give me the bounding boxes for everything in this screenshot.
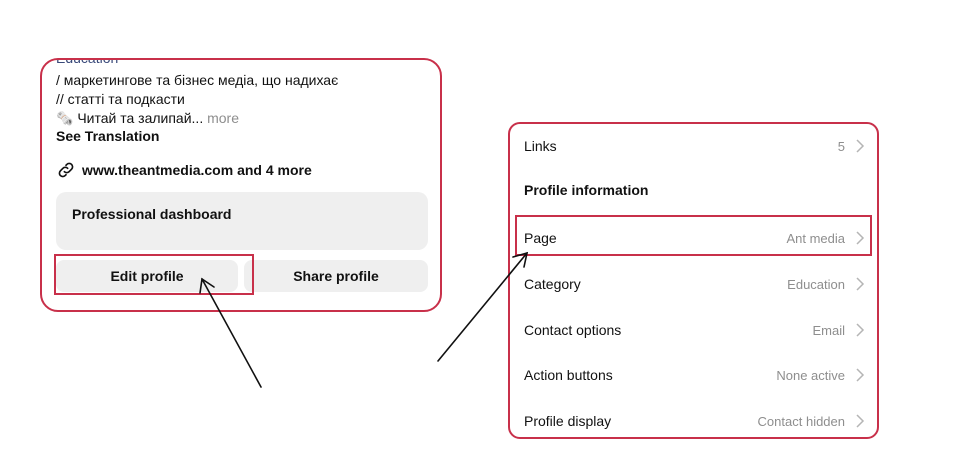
- chevron-right-icon: [855, 368, 865, 382]
- category-label: Education: [56, 58, 119, 66]
- row-value: Contact hidden: [757, 413, 845, 429]
- row-label: Profile display: [524, 413, 612, 429]
- page-row-highlight: [515, 215, 872, 256]
- links-label: Links: [524, 138, 557, 154]
- category-row[interactable]: Category Education: [510, 264, 877, 304]
- edit-profile-button[interactable]: Edit profile: [56, 260, 238, 292]
- bio-text: Читай та залипай...: [77, 110, 204, 126]
- page-row[interactable]: Page Ant media: [510, 218, 877, 258]
- website-link-text: www.theantmedia.com and 4 more: [82, 162, 312, 178]
- newspaper-emoji: 🗞️: [56, 110, 74, 126]
- see-translation-link[interactable]: See Translation: [56, 128, 160, 144]
- professional-dashboard-card[interactable]: Professional dashboard: [56, 192, 428, 250]
- chevron-right-icon: [855, 323, 865, 337]
- bio-line: 🗞️ Читай та залипай... more: [56, 110, 239, 127]
- profile-bio-panel: Education / маркетингове та бізнес медіа…: [40, 58, 442, 312]
- action-buttons-row[interactable]: Action buttons None active: [510, 355, 877, 395]
- row-label: Action buttons: [524, 367, 613, 383]
- bio-line: // статті та подкасти: [56, 91, 185, 107]
- links-row[interactable]: Links 5: [510, 126, 877, 166]
- share-profile-button[interactable]: Share profile: [244, 260, 428, 292]
- edit-profile-highlight: [54, 254, 254, 295]
- dashboard-label: Professional dashboard: [72, 206, 232, 222]
- chevron-right-icon: [855, 277, 865, 291]
- profile-settings-panel: Links 5 Profile information Page Ant med…: [508, 122, 879, 439]
- link-icon: [56, 160, 76, 180]
- links-count: 5: [837, 138, 845, 154]
- chevron-right-icon: [855, 414, 865, 428]
- section-title: Profile information: [524, 182, 649, 198]
- more-link[interactable]: more: [207, 110, 240, 126]
- row-label: Category: [524, 276, 581, 292]
- row-label: Contact options: [524, 322, 622, 338]
- bio-line: / маркетингове та бізнес медіа, що надих…: [56, 72, 339, 88]
- website-link[interactable]: www.theantmedia.com and 4 more: [56, 160, 312, 180]
- chevron-right-icon: [855, 231, 865, 245]
- row-value: None active: [776, 367, 845, 383]
- row-label: Page: [524, 230, 557, 246]
- row-value: Email: [812, 322, 845, 338]
- chevron-right-icon: [855, 139, 865, 153]
- profile-display-row[interactable]: Profile display Contact hidden: [510, 401, 877, 437]
- contact-options-row[interactable]: Contact options Email: [510, 310, 877, 350]
- row-value: Ant media: [786, 230, 845, 246]
- row-value: Education: [787, 276, 845, 292]
